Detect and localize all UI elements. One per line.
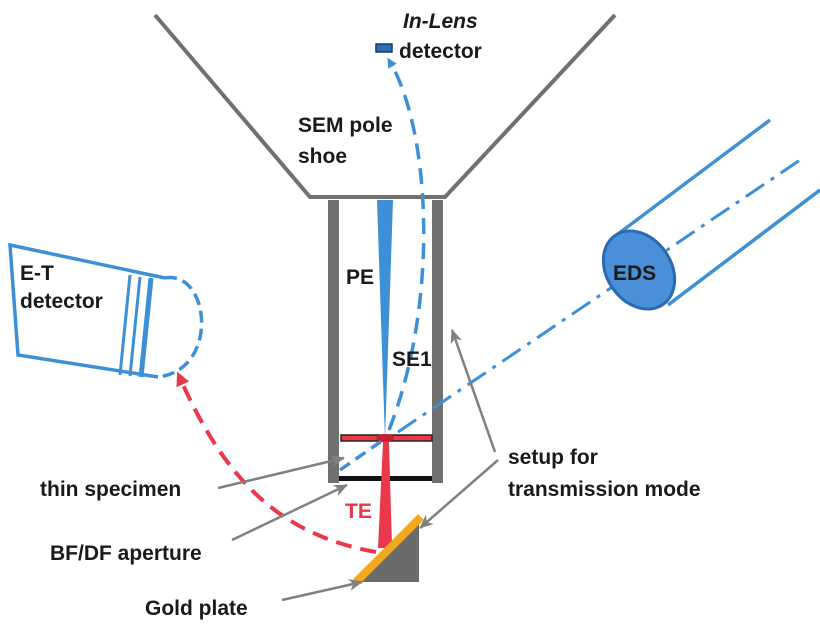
aperture-pointer bbox=[231, 483, 348, 542]
pole-shoe-label-1: SEM pole bbox=[298, 114, 393, 137]
gold-plate-pointer bbox=[281, 579, 363, 602]
holder-right-wall bbox=[432, 200, 443, 483]
et-detector bbox=[8, 242, 204, 379]
te-to-et-path bbox=[176, 371, 377, 554]
pole-shoe-label-2: shoe bbox=[298, 145, 347, 168]
holder-left-wall bbox=[328, 200, 339, 483]
inlens-detector bbox=[375, 43, 393, 53]
setup-label-2: transmission mode bbox=[508, 478, 701, 501]
pe-label: PE bbox=[346, 266, 374, 289]
et-label-2: detector bbox=[20, 290, 103, 313]
eds-detector bbox=[601, 118, 820, 311]
transmitted-beam bbox=[378, 442, 392, 548]
setup-pointer-plate bbox=[419, 459, 499, 529]
se1-label: SE1 bbox=[392, 348, 432, 371]
primary-beam bbox=[377, 200, 393, 440]
inlens-title-label: In-Lens bbox=[403, 10, 478, 33]
beam-spot bbox=[376, 434, 394, 442]
eds-label: EDS bbox=[613, 262, 656, 285]
gold-plate-label: Gold plate bbox=[145, 597, 248, 620]
thin-specimen-pointer bbox=[217, 455, 345, 490]
eds-line-of-sight bbox=[397, 158, 801, 434]
inlens-detector-label: detector bbox=[399, 40, 482, 63]
gold-plate bbox=[353, 514, 424, 585]
setup-pointer-holder bbox=[450, 329, 497, 453]
te-label: TE bbox=[345, 500, 372, 523]
se-local-path bbox=[338, 438, 385, 472]
aperture-label: BF/DF aperture bbox=[50, 542, 202, 565]
se1-to-inlens-path bbox=[387, 57, 426, 431]
pole-shoe-outline bbox=[153, 13, 617, 199]
thin-specimen-label: thin specimen bbox=[40, 478, 181, 501]
setup-label-1: setup for bbox=[508, 446, 598, 469]
et-label-1: E-T bbox=[20, 262, 54, 285]
